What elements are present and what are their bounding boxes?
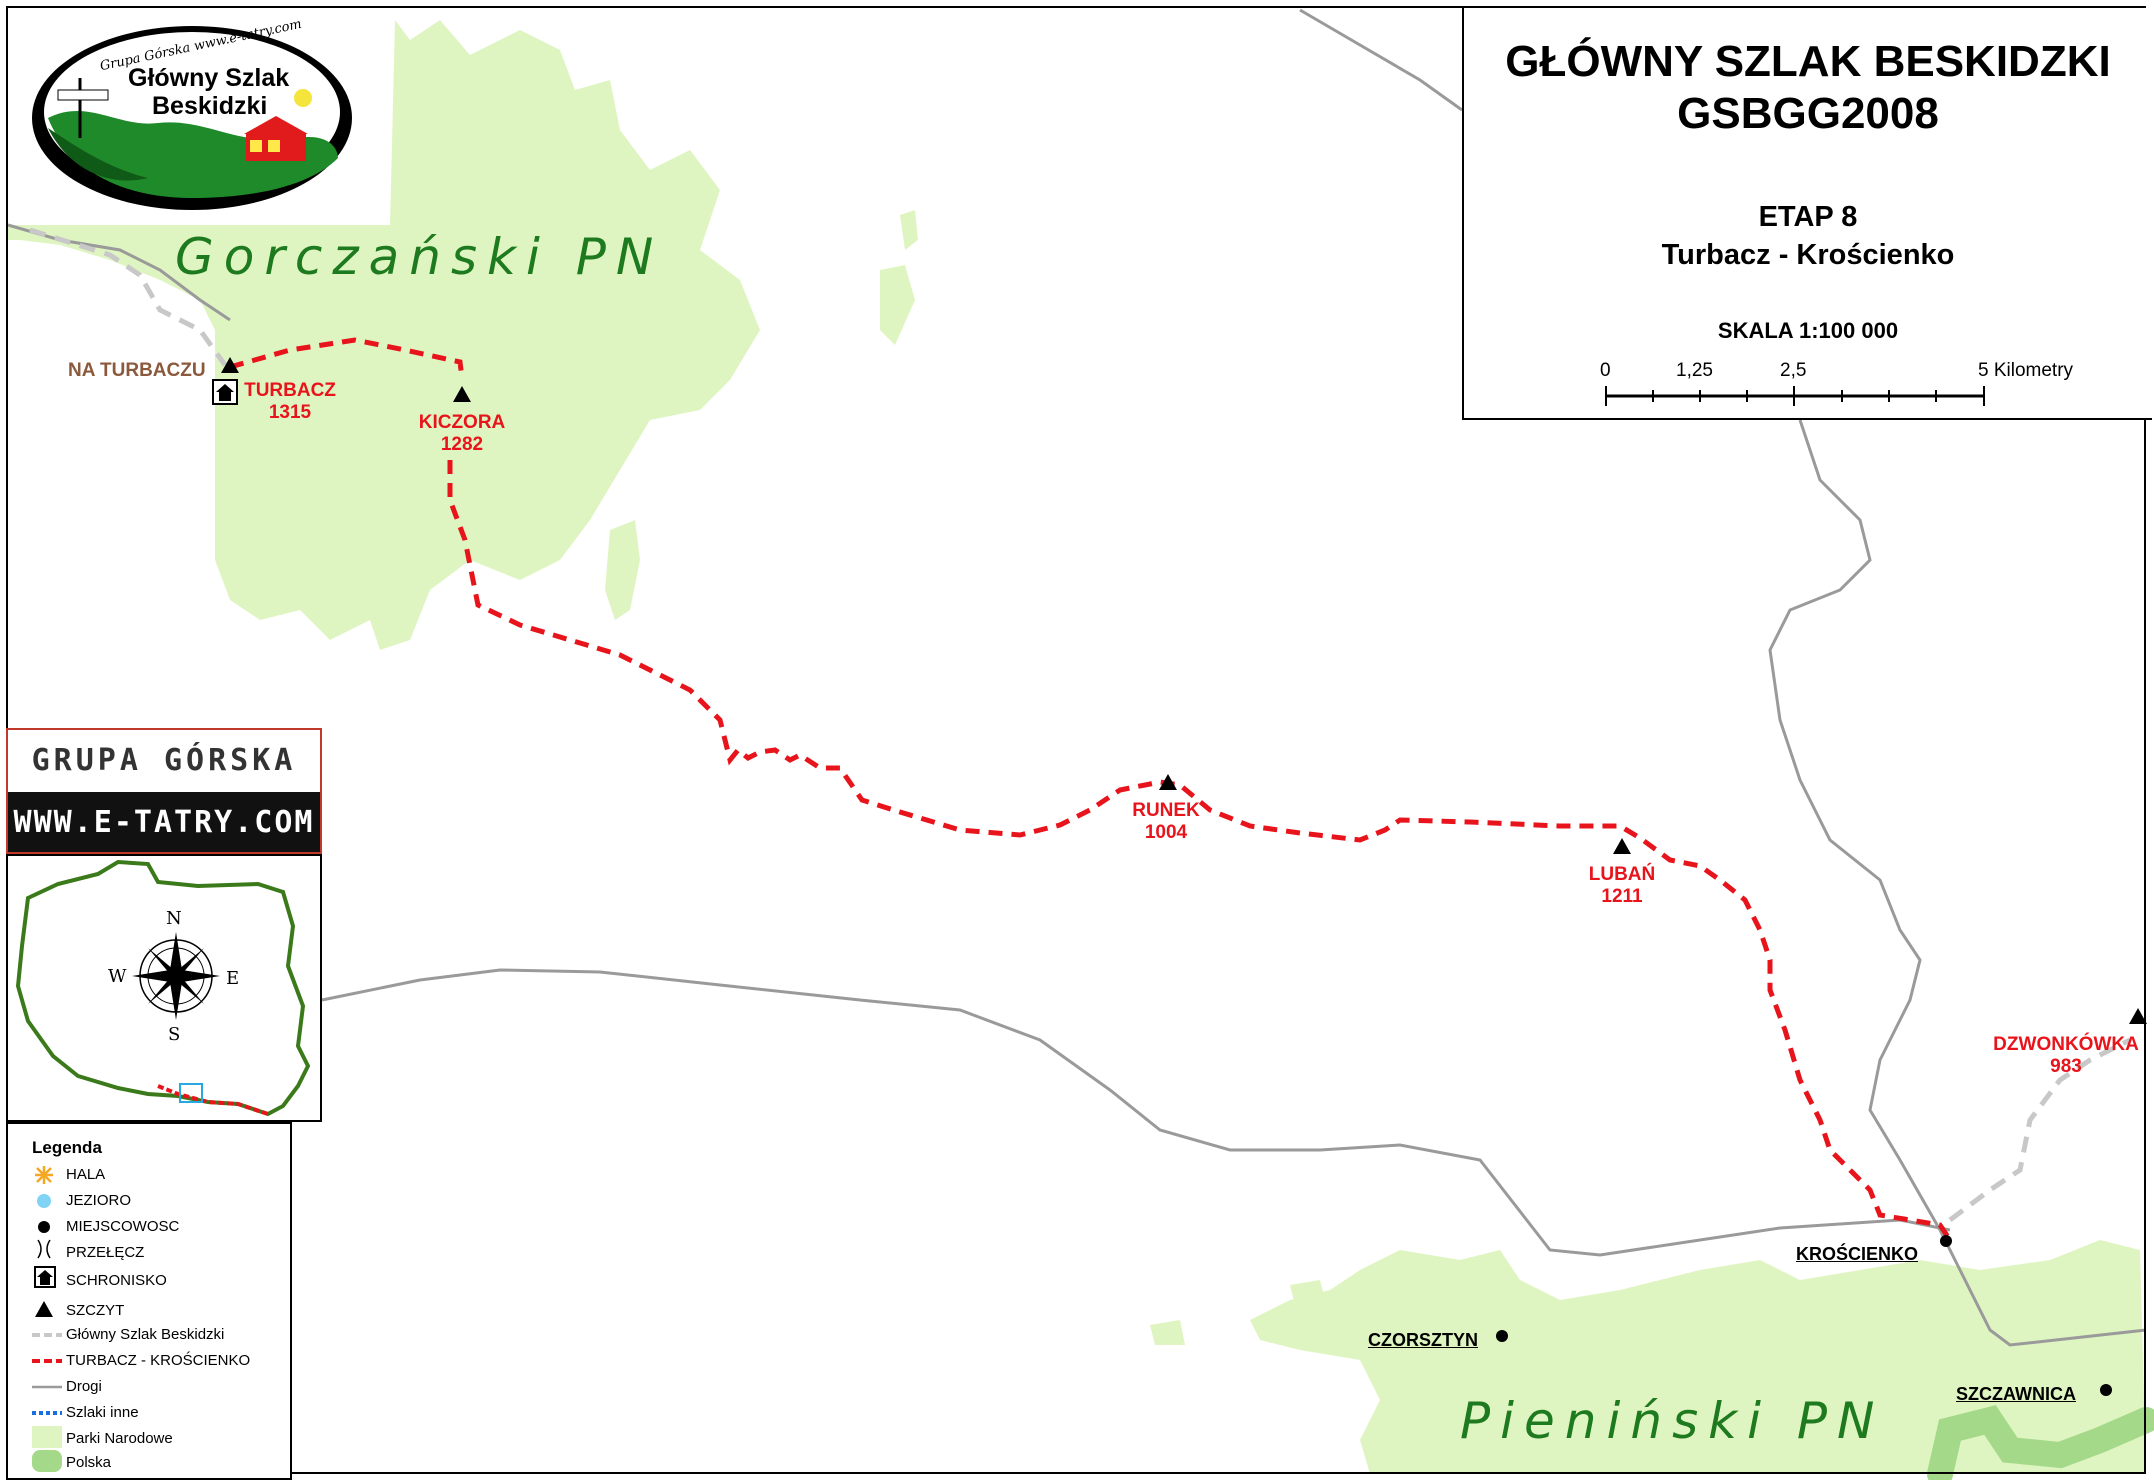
scale-title: SKALA 1:100 000	[1717, 318, 1899, 343]
peak-name: RUNEK	[1132, 800, 1200, 821]
peak-triangle-icon	[35, 1301, 53, 1317]
town-dot-icon	[38, 1221, 50, 1233]
shelter-icon[interactable]	[212, 379, 238, 405]
peak-label-runek: RUNEK 1004	[1132, 800, 1200, 844]
peak-triangle-icon-luban[interactable]	[1613, 838, 1631, 854]
scale-bar	[1605, 386, 1985, 406]
poland-inset-map: N S W E	[6, 854, 322, 1122]
stage-info: ETAP 8 Turbacz - Krościenko	[1464, 198, 2152, 274]
pieninski-park-islet-2	[1150, 1320, 1185, 1345]
peak-label-turbacz: TURBACZ 1315	[244, 380, 336, 424]
legend-item-przelecz: PRZEŁĘCZ	[66, 1244, 145, 1261]
poland-outline	[15, 859, 311, 1117]
pass-icon	[37, 1239, 51, 1259]
gsb-trail	[29, 227, 2132, 1222]
peak-name: TURBACZ	[244, 380, 336, 401]
legend-item-hala: HALA	[66, 1166, 106, 1183]
shelter-label: NA TURBACZU	[68, 360, 206, 381]
legend-item-szlaki-inne: Szlaki inne	[66, 1404, 139, 1421]
legend-item-polska: Polska	[66, 1454, 112, 1471]
peak-label-luban: LUBAŃ 1211	[1589, 864, 1656, 908]
gorczanski-park-islet-3	[900, 210, 918, 250]
blue-dotted-line	[32, 1411, 62, 1415]
compass-rose-icon	[132, 932, 220, 1020]
pieninski-park-area	[1250, 1240, 2146, 1474]
logo-text-line-1: Główny Szlak	[128, 64, 290, 92]
shelter-icon	[34, 1266, 56, 1288]
scale-label-1: 1,25	[1676, 360, 1713, 381]
park-label-pieninski: Pieniński PN	[1460, 1392, 1885, 1450]
lake-dot-icon	[37, 1194, 51, 1208]
grupa-gorska-banner[interactable]: GRUPA GÓRSKA WWW.E-TATRY.COM	[6, 728, 322, 854]
title-line-2: GSBGG2008	[1677, 89, 1939, 138]
map-title: GŁÓWNY SZLAK BESKIDZKI GSBGG2008	[1464, 36, 2152, 140]
compass-e: E	[226, 968, 240, 989]
banner-url-text[interactable]: WWW.E-TATRY.COM	[8, 792, 320, 852]
legend-title: Legenda	[32, 1138, 102, 1157]
place-label-czorsztyn: CZORSZTYN	[1368, 1330, 1478, 1350]
legend-item-schronisko: SCHRONISKO	[66, 1272, 167, 1289]
red-dashed-line	[32, 1359, 62, 1363]
peak-triangle-icon-runek[interactable]	[1159, 774, 1177, 790]
grey-dashed-line	[32, 1333, 62, 1337]
scale-label-0: 0	[1600, 360, 1611, 381]
legend-item-drogi: Drogi	[66, 1378, 102, 1395]
peak-label-dzwonkowka: DZWONKÓWKA 983	[1993, 1034, 2139, 1078]
gorczanski-park-islet-2	[880, 265, 915, 345]
stage-number: ETAP 8	[1758, 201, 1858, 233]
town-dot-icon-szczawnica[interactable]	[2100, 1384, 2112, 1396]
peak-elevation: 983	[2050, 1056, 2082, 1077]
legend-item-miejscowosc: MIEJSCOWOSC	[66, 1218, 180, 1235]
logo-text-line-2: Beskidzki	[152, 92, 268, 120]
title-box: GŁÓWNY SZLAK BESKIDZKI GSBGG2008 ETAP 8 …	[1462, 8, 2152, 420]
poland-swatch	[32, 1450, 62, 1472]
roads	[7, 8, 2147, 1347]
peak-triangle-icon-dzwonkowka[interactable]	[2129, 1008, 2147, 1024]
gsb-logo-badge	[32, 26, 352, 210]
legend-item-route: TURBACZ - KROŚCIENKO	[66, 1352, 251, 1369]
scale-label-3: 5 Kilometry	[1978, 360, 2074, 381]
peak-name: DZWONKÓWKA	[1993, 1034, 2139, 1055]
park-swatch	[32, 1426, 62, 1448]
scale-label-2: 2,5	[1780, 360, 1807, 381]
compass-s: S	[168, 1024, 181, 1045]
gsb-logo: Grupa Górska www.e-tatry.com Główny Szla…	[8, 8, 390, 222]
legend-item-jezioro: JEZIORO	[66, 1192, 132, 1209]
peak-elevation: 1282	[440, 434, 484, 455]
grey-line	[32, 1385, 62, 1389]
gorczanski-park-area	[8, 20, 760, 650]
banner-top-text: GRUPA GÓRSKA	[8, 730, 320, 790]
peak-triangle-icon-kiczora[interactable]	[453, 386, 471, 402]
place-label-kroscienko: KROŚCIENKO	[1796, 1244, 1919, 1264]
legend-item-gsb: Główny Szlak Beskidzki	[66, 1326, 225, 1343]
peak-label-kiczora: KICZORA 1282	[419, 412, 506, 456]
compass-w: W	[108, 966, 127, 987]
peak-triangle-icon-turbacz[interactable]	[221, 357, 239, 373]
sun-icon	[35, 1166, 53, 1184]
town-dot-icon-kroscienko[interactable]	[1940, 1235, 1952, 1247]
title-line-1: GŁÓWNY SZLAK BESKIDZKI	[1505, 37, 2111, 86]
peak-name: KICZORA	[418, 412, 506, 433]
peak-elevation: 1004	[1144, 822, 1188, 843]
peak-elevation: 1315	[268, 402, 312, 423]
compass-n: N	[166, 908, 182, 929]
legend-item-szczyt: SZCZYT	[66, 1302, 125, 1319]
peak-name: LUBAŃ	[1588, 864, 1656, 885]
red-route	[229, 337, 1953, 1242]
peak-elevation: 1211	[1601, 886, 1643, 907]
gorczanski-park-islet-1	[605, 520, 640, 620]
stage-route: Turbacz - Krościenko	[1661, 239, 1955, 271]
river	[1927, 1405, 2154, 1480]
legend-item-parki: Parki Narodowe	[66, 1430, 173, 1447]
town-dot-icon-czorsztyn[interactable]	[1496, 1330, 1508, 1342]
place-label-szczawnica: SZCZAWNICA	[1956, 1384, 2076, 1404]
pieninski-park-islet	[1290, 1280, 1325, 1305]
legend: Legenda HALA JEZIORO MIEJSCOWOSC PRZEŁĘC…	[6, 1122, 292, 1480]
park-label-gorczanski: Gorczański PN	[175, 228, 664, 286]
